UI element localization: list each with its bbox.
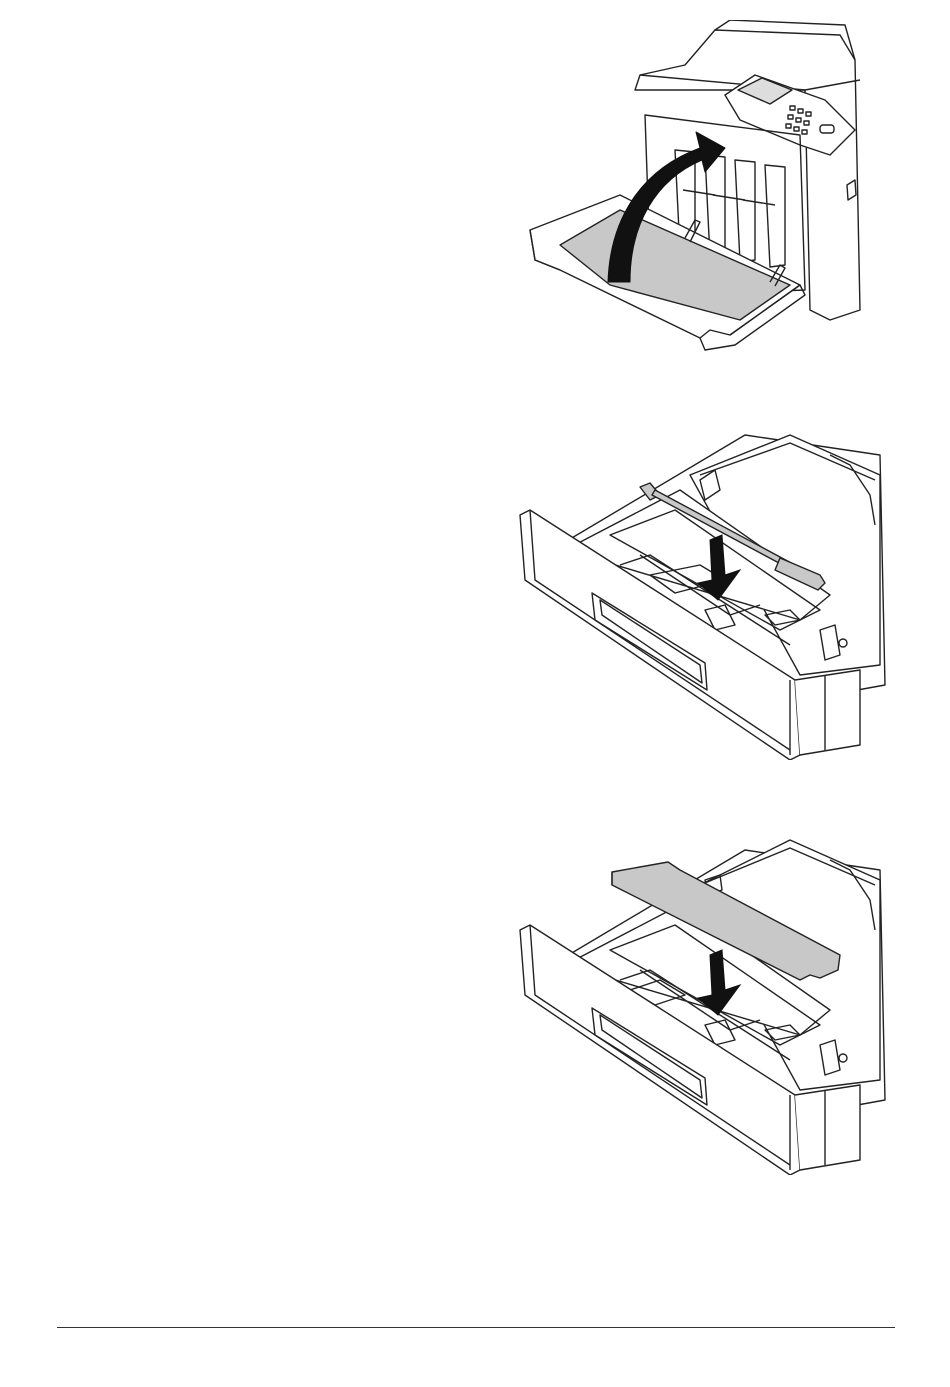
tray-cleaning-rod-illustration [500,415,900,760]
figure-close-front-door [500,20,900,360]
tray-cover-plate-illustration [500,830,900,1175]
printer-front-door-illustration [500,20,900,360]
figure-insert-cover-plate [500,830,900,1175]
footer-divider [57,1327,895,1328]
figure-insert-cleaning-tool [500,415,900,760]
